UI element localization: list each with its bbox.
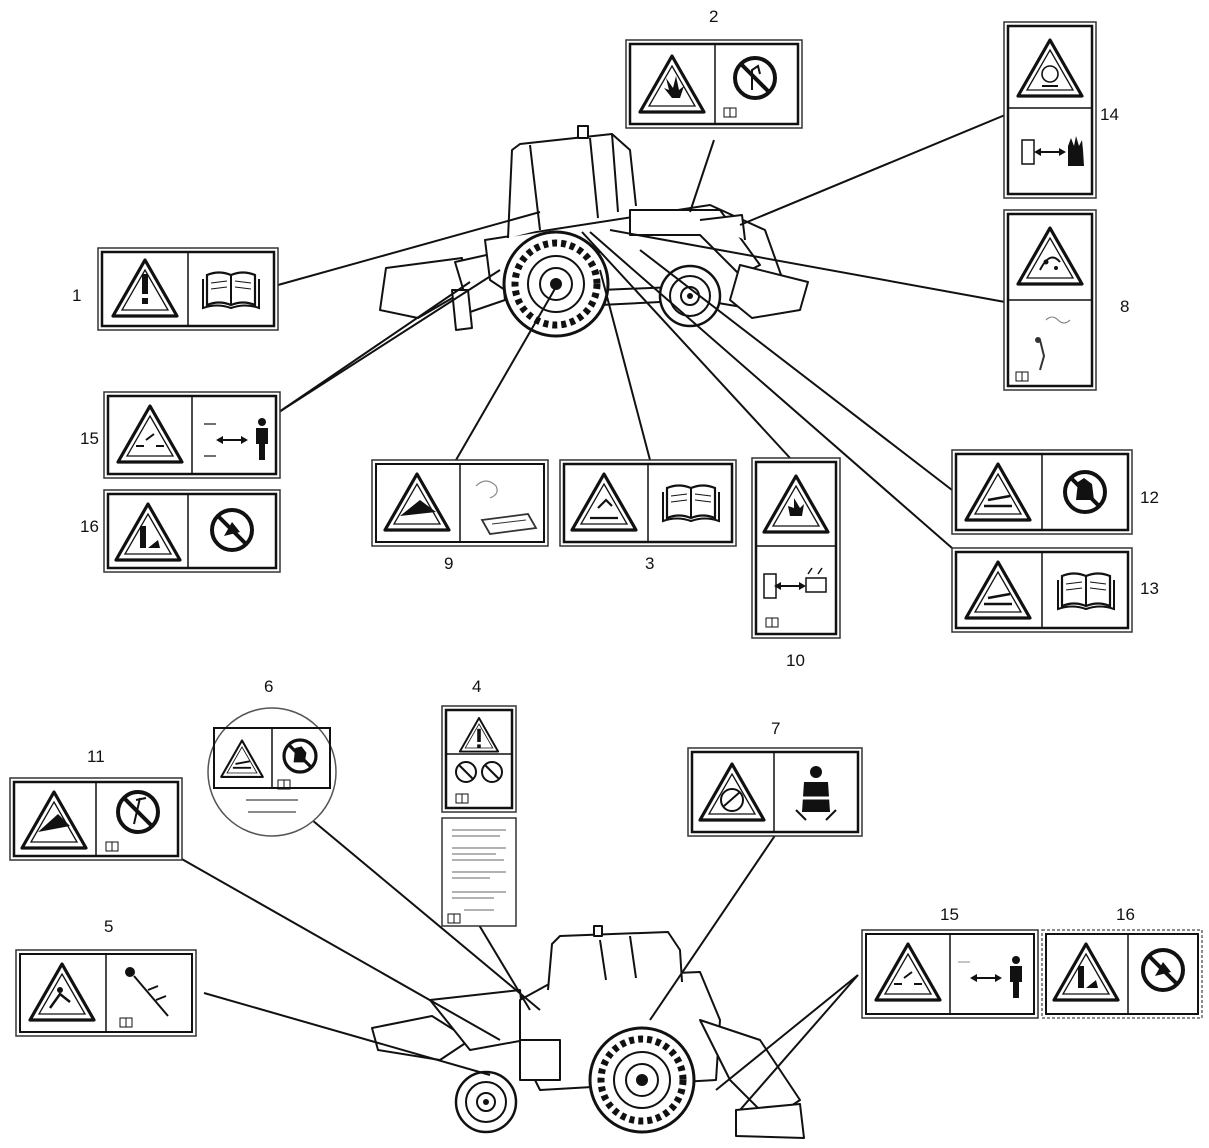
no-ride-icon [481,761,503,783]
rear-wheel-lower [590,1028,694,1132]
callout-14: 14 [1100,105,1119,124]
callout-8: 8 [1120,297,1130,316]
decal-3 [559,459,737,547]
backhoe-loader-lower [371,925,805,1139]
callout-12: 12 [1140,488,1159,507]
read-manual-icon [201,271,261,310]
decal-15-lower [861,929,1039,1019]
decal-9 [371,459,549,547]
decal-14 [1003,21,1097,199]
decal-13 [951,547,1133,633]
callout-11: 11 [87,747,105,766]
no-open-flame-icon [733,56,777,100]
front-wheel-upper [658,264,722,328]
callout-16-upper: 16 [80,517,99,536]
decal-16-lower [1041,929,1203,1019]
no-tool-icon [116,790,160,834]
read-manual-icon [661,484,721,523]
decal-8 [1003,209,1097,391]
lock-pin-icon [125,967,169,1017]
callout-1: 1 [72,286,82,305]
decal-16-upper [103,489,281,573]
callout-6: 6 [264,677,274,696]
callout-15-lower: 15 [940,905,959,924]
seatbelt-icon [795,766,837,821]
decal-10 [751,457,841,639]
callout-9: 9 [444,554,454,573]
callout-2: 2 [709,7,719,26]
callout-16-lower: 16 [1116,905,1135,924]
callout-15-upper: 15 [80,429,99,448]
callout-7: 7 [771,719,781,738]
decal-6 [207,707,337,837]
callout-13: 13 [1140,579,1159,598]
decal-11 [9,777,183,861]
callout-3: 3 [645,554,655,573]
front-wheel-lower [454,1070,518,1134]
leader-lines [179,114,1006,1111]
callout-10: 10 [786,651,805,670]
decal-4 [441,705,517,927]
decal-2 [625,39,803,129]
decal-1 [97,247,279,331]
hand-icon [1068,136,1084,166]
callout-5: 5 [104,917,114,936]
decal-5 [15,949,197,1037]
no-smoking-icon [455,761,477,783]
decal-15-upper [103,391,281,479]
callout-4: 4 [472,677,482,696]
decal-12 [951,449,1133,535]
decal-7 [687,747,863,837]
read-manual-icon [1056,572,1116,611]
rear-wheel-upper [504,232,608,336]
